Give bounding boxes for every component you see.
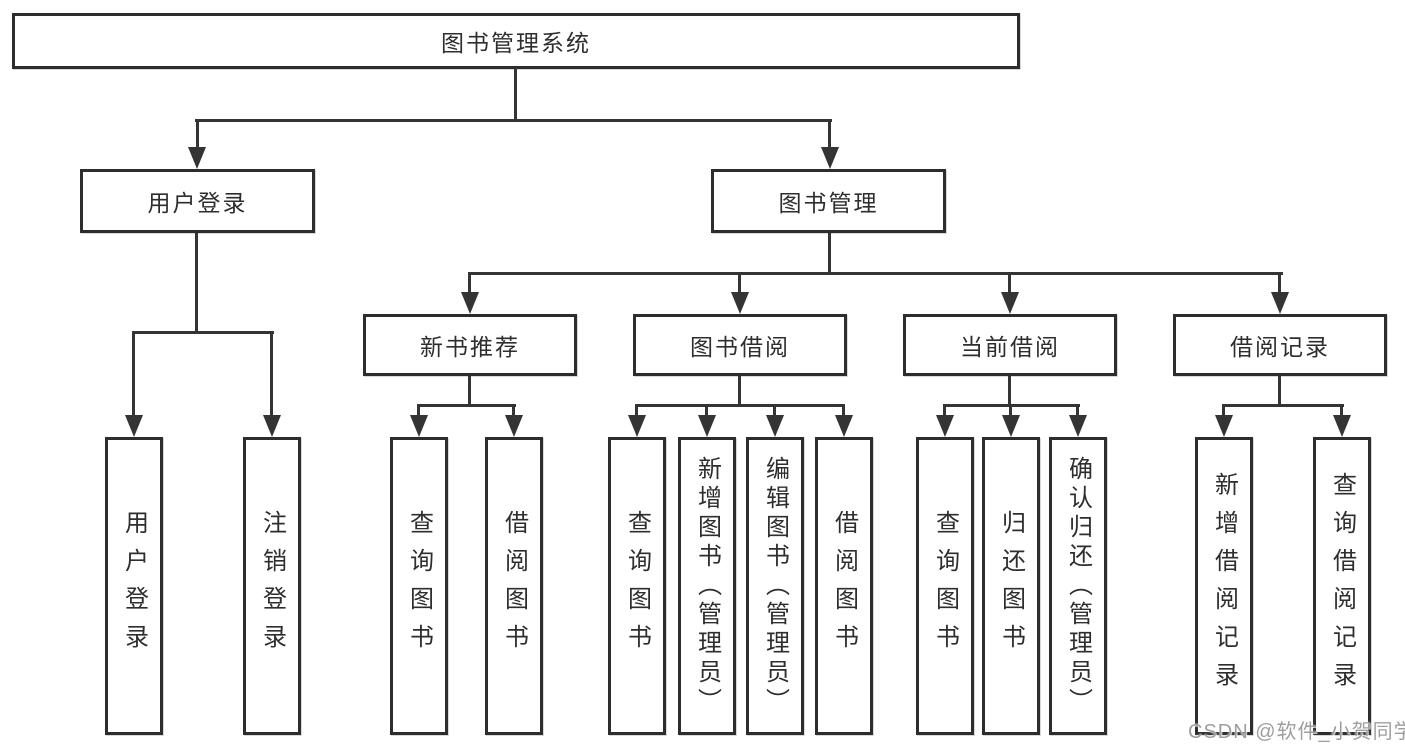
connector-arrow: [1069, 415, 1087, 437]
connector-arrow: [461, 292, 479, 314]
leaf-newbook-borrow-books: 借阅图书: [485, 437, 543, 735]
connector-arrow: [1271, 292, 1289, 314]
connector-line: [773, 404, 776, 417]
connector-arrow: [125, 415, 143, 437]
connector-line: [1340, 404, 1343, 417]
connector-line: [738, 376, 741, 407]
leaf-borrow-add-books-admin: 新增图书（管理员）: [678, 437, 736, 735]
connector-line: [468, 376, 471, 407]
connector-line: [1008, 272, 1011, 294]
connector-line: [828, 119, 831, 149]
connector-line: [270, 331, 273, 417]
connector-line: [512, 404, 515, 417]
connector-arrow: [628, 415, 646, 437]
connector-line: [705, 404, 708, 417]
leaf-record-query-borrow-record: 查询借阅记录: [1313, 437, 1371, 735]
connector-line: [468, 272, 471, 294]
connector-line: [842, 404, 845, 417]
connector-arrow: [821, 147, 839, 169]
connector-arrow: [1215, 415, 1233, 437]
connector-arrow: [263, 415, 281, 437]
watermark-text: CSDN @软件_小贺同学: [1188, 721, 1405, 743]
connector-line: [195, 119, 832, 122]
leaf-current-return-books: 归还图书: [982, 437, 1040, 735]
node-borrow-record: 借阅记录: [1173, 314, 1387, 376]
connector-line: [828, 233, 831, 275]
connector-arrow: [1333, 415, 1351, 437]
connector-line: [132, 331, 274, 334]
connector-arrow: [698, 415, 716, 437]
connector-line: [417, 404, 420, 417]
connector-arrow: [1002, 415, 1020, 437]
node-current-borrow: 当前借阅: [903, 314, 1117, 376]
connector-line: [514, 68, 517, 122]
connector-line: [417, 404, 516, 407]
leaf-current-query-books: 查询图书: [916, 437, 974, 735]
connector-arrow: [505, 415, 523, 437]
connector-line: [1076, 404, 1079, 417]
leaf-borrow-borrow-books: 借阅图书: [815, 437, 873, 735]
node-book-mgmt: 图书管理: [711, 169, 946, 233]
connector-line: [943, 404, 946, 417]
leaf-logout: 注销登录: [243, 437, 301, 735]
leaf-current-confirm-return-admin: 确认归还（管理员）: [1049, 437, 1107, 735]
connector-line: [1222, 404, 1225, 417]
node-new-book: 新书推荐: [363, 314, 577, 376]
leaf-record-add-borrow-record: 新增借阅记录: [1195, 437, 1253, 735]
leaf-user-login: 用户登录: [105, 437, 163, 735]
connector-line: [635, 404, 638, 417]
leaf-borrow-query-books: 查询图书: [608, 437, 666, 735]
connector-arrow: [410, 415, 428, 437]
connector-line: [1278, 272, 1281, 294]
connector-arrow: [1001, 292, 1019, 314]
leaf-newbook-query-books: 查询图书: [390, 437, 448, 735]
connector-line: [1009, 404, 1012, 417]
connector-line: [196, 119, 199, 149]
connector-line: [1222, 404, 1344, 407]
node-root: 图书管理系统: [12, 13, 1020, 69]
connector-line: [195, 233, 198, 334]
connector-line: [1008, 376, 1011, 407]
connector-arrow: [188, 147, 206, 169]
connector-arrow: [835, 415, 853, 437]
connector-line: [468, 272, 1283, 275]
leaf-borrow-edit-books-admin: 编辑图书（管理员）: [746, 437, 804, 735]
connector-arrow: [936, 415, 954, 437]
node-user-login: 用户登录: [80, 169, 315, 233]
connector-line: [1278, 376, 1281, 407]
connector-arrow: [731, 292, 749, 314]
connector-line: [132, 331, 135, 417]
connector-arrow: [766, 415, 784, 437]
connector-line: [738, 272, 741, 294]
connector-line: [635, 404, 845, 407]
node-book-borrow: 图书借阅: [633, 314, 847, 376]
